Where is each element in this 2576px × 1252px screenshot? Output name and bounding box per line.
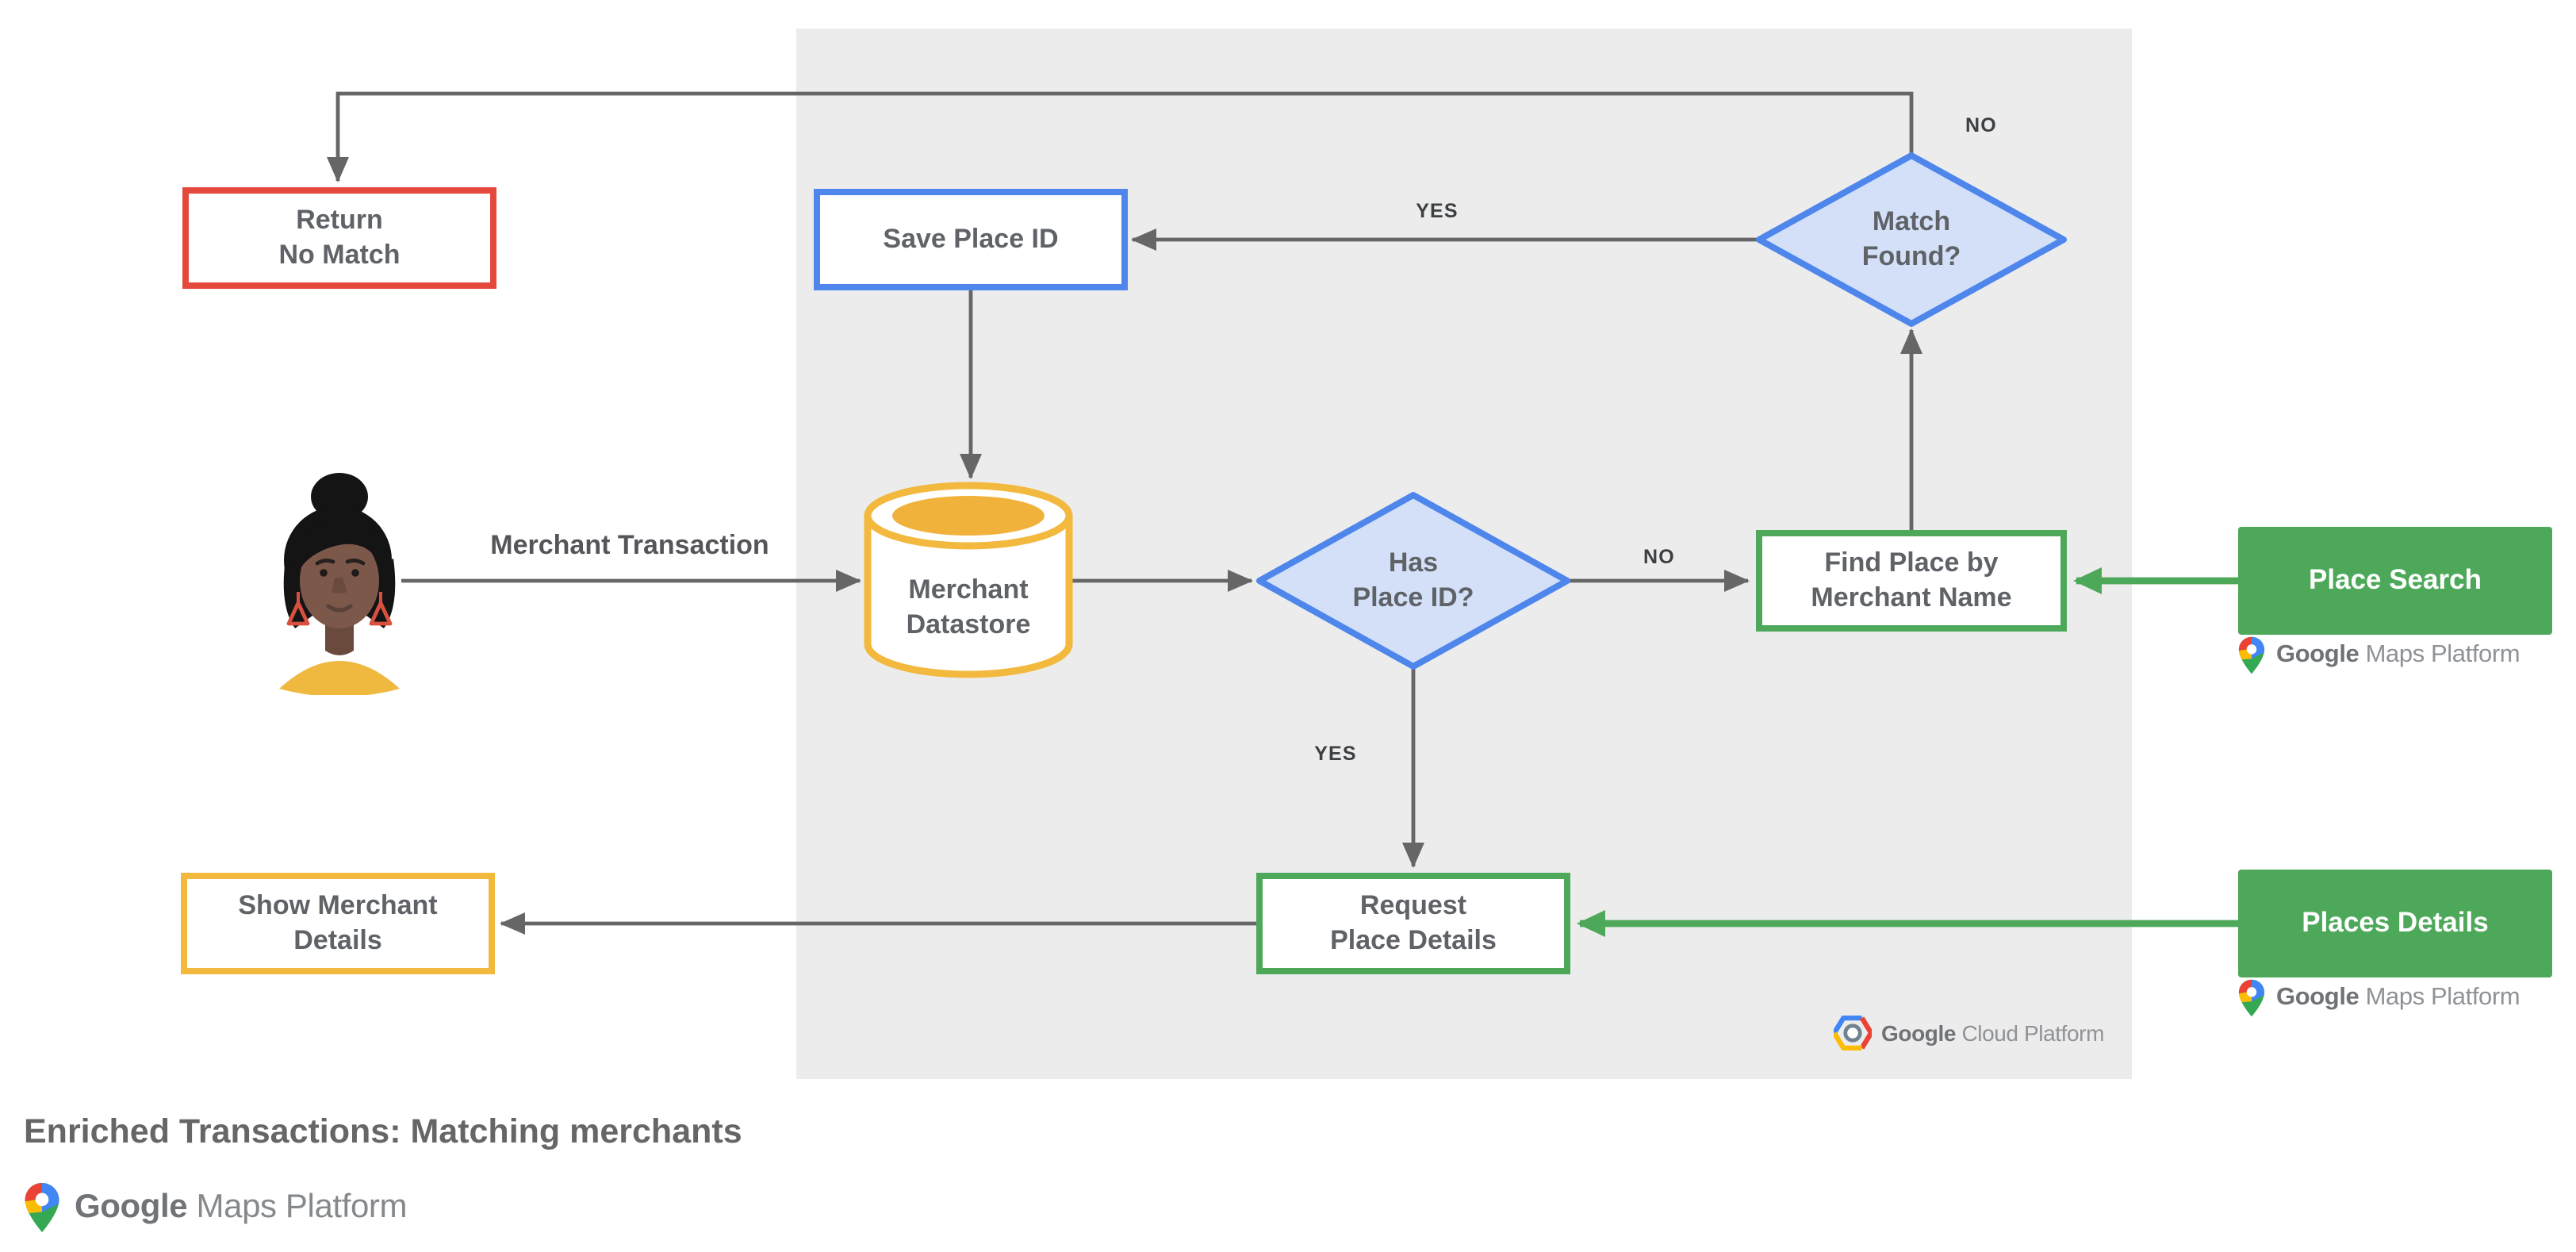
show-merchant-details-line1: Show Merchant xyxy=(238,889,438,920)
has-place-id-yes-label: YES xyxy=(1314,743,1357,765)
find-place-node: Find Place by Merchant Name xyxy=(1756,530,2067,632)
merchant-transaction-label: Merchant Transaction xyxy=(490,530,769,560)
match-found-yes-label: YES xyxy=(1416,200,1459,222)
match-found-no-label: NO xyxy=(1965,114,1997,136)
edge-match-found-no-to-return-no-match xyxy=(327,91,1914,182)
request-place-details-line1: Request xyxy=(1359,889,1467,920)
has-place-id-diamond xyxy=(1256,492,1570,670)
maps-platform-wordmark: Google Maps Platform xyxy=(2276,641,2520,668)
find-place-line2: Merchant Name xyxy=(1811,582,2012,613)
maps-platform-wordmark: Google Maps Platform xyxy=(75,1189,408,1225)
save-place-id-node: Save Place ID xyxy=(814,189,1128,290)
merchant-datastore-cylinder xyxy=(864,482,1073,678)
place-search-label: Place Search xyxy=(2309,563,2482,596)
place-search-maps-platform-logo: Google Maps Platform xyxy=(2238,636,2520,674)
match-found-text: Match Found? xyxy=(1861,205,1961,271)
has-place-id-text: Has Place ID? xyxy=(1352,547,1474,613)
show-merchant-details-line2: Details xyxy=(293,925,382,955)
google-maps-pin-icon xyxy=(2238,979,2265,1017)
google-maps-pin-icon xyxy=(25,1182,59,1233)
merchant-datastore-text: Merchant Datastore xyxy=(906,574,1031,639)
places-details-maps-platform-logo: Google Maps Platform xyxy=(2238,979,2520,1017)
places-details-api-node: Places Details xyxy=(2238,870,2552,977)
save-place-id-label: Save Place ID xyxy=(883,223,1059,254)
return-no-match-line1: Return xyxy=(296,204,383,235)
find-place-line1: Find Place by xyxy=(1824,547,1999,578)
cloud-platform-wordmark: Google Cloud Platform xyxy=(1881,1020,2105,1046)
google-cloud-logo-icon xyxy=(1834,1016,1872,1050)
person-avatar xyxy=(279,473,400,695)
diagram-title: Enriched Transactions: Matching merchant… xyxy=(24,1112,742,1150)
match-found-diamond xyxy=(1756,152,2067,327)
request-place-details-node: Request Place Details xyxy=(1256,873,1570,974)
google-maps-pin-icon xyxy=(2238,636,2265,674)
return-no-match-node: Return No Match xyxy=(182,187,496,289)
request-place-details-line2: Place Details xyxy=(1330,925,1497,955)
maps-platform-wordmark: Google Maps Platform xyxy=(2276,984,2520,1011)
has-place-id-no-label: NO xyxy=(1643,546,1675,568)
google-cloud-platform-logo: Google Cloud Platform xyxy=(1834,1016,2104,1050)
place-search-api-node: Place Search xyxy=(2238,527,2552,635)
places-details-label: Places Details xyxy=(2302,906,2489,939)
footer-maps-platform-logo: Google Maps Platform xyxy=(24,1182,408,1233)
return-no-match-line2: No Match xyxy=(278,240,401,270)
show-merchant-details-node: Show Merchant Details xyxy=(181,873,495,974)
